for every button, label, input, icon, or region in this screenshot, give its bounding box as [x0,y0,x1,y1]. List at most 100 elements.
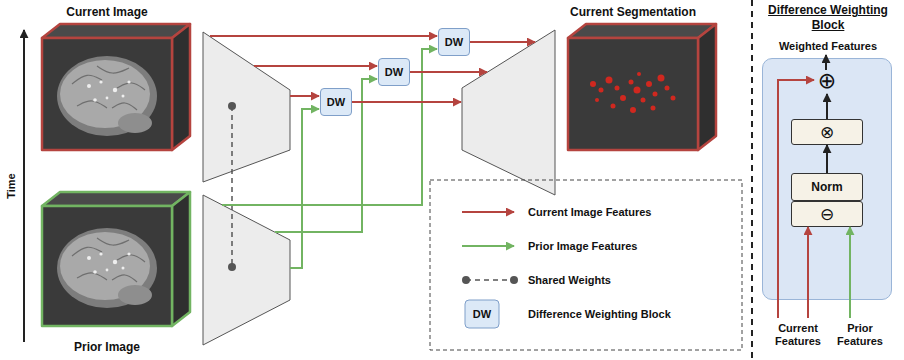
brain-sulcus [117,83,145,90]
weighted-feature-arrow [352,101,461,103]
cube-side [172,192,190,326]
legend-text: Shared Weights [528,273,733,287]
brain-sulcus [117,255,145,262]
segmentation-blob [606,77,613,84]
brain-sulcus [97,66,129,73]
dw-node: DW [320,88,352,116]
brain-sulcus [77,273,107,280]
image-cube [38,2,198,154]
label-slot: DW [465,300,499,328]
cube-top [42,24,190,38]
dw-node: DW [438,28,470,56]
segmentation-blob [599,88,604,93]
legend-text: Current Image Features [528,205,733,219]
text-slot: Prior Image [42,340,172,354]
node-label: Norm [811,181,842,193]
figure-label: Prior Features [830,322,890,348]
cube-node: Prior Image [38,188,198,358]
brain-sulcus [77,101,107,108]
segmentation-blob [620,95,626,101]
segmentation-blob [665,86,670,91]
node-heading: Current Segmentation [558,5,708,19]
dw-node: DW [378,58,410,86]
cerebellum [118,113,152,133]
lesion-spot [113,260,117,264]
lesion-spot [93,270,97,274]
node-label: DW [445,37,463,48]
lesion-spot [106,269,109,272]
node-heading: Current Image [42,5,172,19]
shared-weights-dot [228,102,236,110]
prior-feature-arrow [290,109,319,268]
figure-label: Time [4,156,18,216]
lesion-spot [106,97,109,100]
text-slot: Weighted Features [763,39,893,53]
current-feature-arrow [210,35,437,37]
prior-feature-arrow [849,227,851,318]
legend-box [430,180,742,350]
segmentation-blob [595,98,599,102]
lesion-spot [127,252,130,255]
segmentation-blob [630,107,636,113]
image-cube [564,2,734,154]
flow-arrow [826,145,828,173]
figure-label: Current Features [766,322,830,348]
legend-text: Prior Image Features [528,239,733,253]
cube-side [172,24,190,150]
node-heading: Weighted Features [763,39,893,53]
cube-top [42,192,190,206]
panel-divider [751,0,753,360]
encoder [203,195,290,345]
plain-node: ⊕ [813,68,842,94]
node-label: DW [385,67,403,78]
brain-sulcus [72,247,102,256]
lesion-spot [87,84,91,88]
shared-weights-dot [228,263,236,271]
text-slot: Current Segmentation [558,5,708,19]
label-slot: Time [4,156,18,216]
box-node: ⊖ [791,201,863,227]
segmentation-blob [634,87,641,94]
time-axis [23,30,25,342]
image-cube [38,188,198,358]
brain-outline [57,56,157,136]
label-slot: Prior Features [830,322,890,348]
lesion-spot [99,252,102,255]
lesion-spot [93,98,97,102]
brain-outline [57,228,157,308]
brain-sulcus [72,75,102,84]
encoder [203,32,290,182]
prior-feature-arrow [222,49,437,205]
current-feature-arrow [807,227,809,318]
segmentation-blob [651,106,656,111]
prior-feature-arrow [275,79,377,232]
brain-sulcus [97,238,129,245]
current-feature-arrow [254,65,377,67]
legend-sample [510,276,518,284]
flow-arrow [826,94,828,119]
cube-node: Current Image [38,2,198,154]
segmentation-blob [637,72,641,76]
weighted-feature-arrow [410,71,487,73]
weighted-feature-arrow [470,41,535,43]
node-label: ⊕ [818,70,836,92]
cube-side [698,24,716,150]
brain-sulcus [112,103,137,110]
brain-sulcus [112,275,137,282]
node-label: DW [327,97,345,108]
segmentation-blob [641,98,646,103]
current-feature-arrow [290,95,319,97]
segmentation-blob [671,96,676,101]
legend-sample [462,211,514,213]
cube-node: Current Segmentation [564,2,734,154]
text-slot: Current Image [42,5,172,19]
legend-slot: Difference Weighting Block [528,307,733,321]
box-node: Norm [791,173,863,201]
segmentation-blob [653,92,658,97]
legend-sample [466,279,514,281]
segmentation-blob [611,104,616,109]
node-heading: Prior Image [42,340,172,354]
node-label: ⊗ [820,124,834,141]
